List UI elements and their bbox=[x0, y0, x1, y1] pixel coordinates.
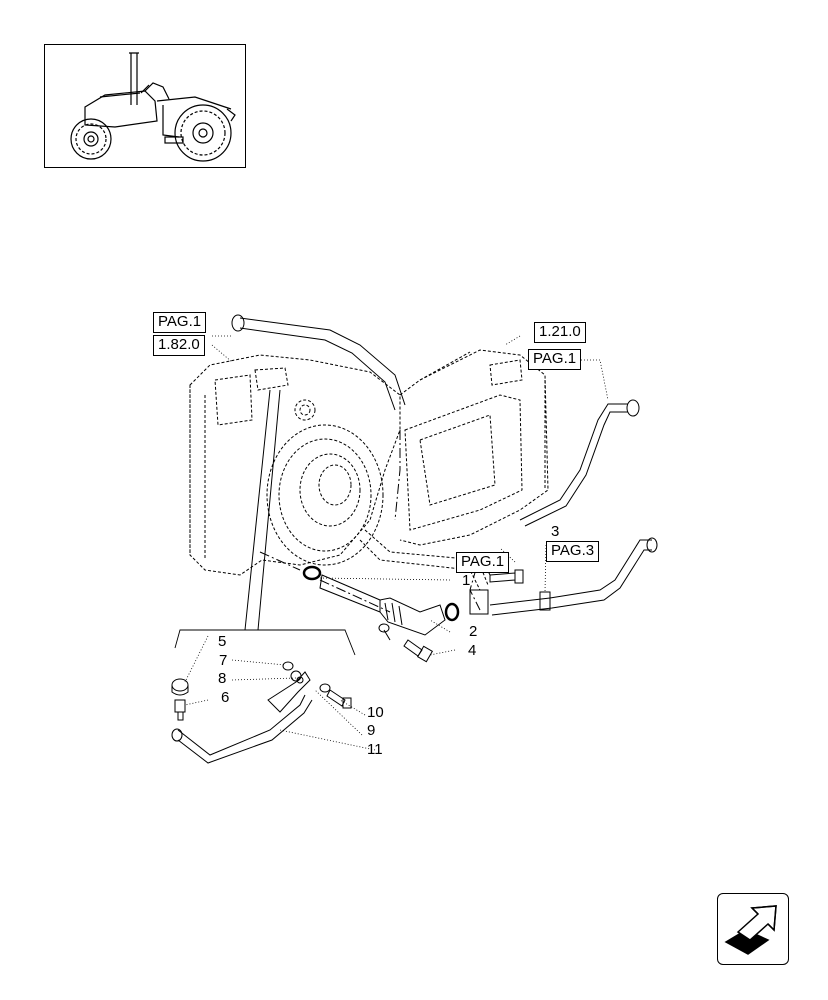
lower-right-pipe bbox=[469, 537, 658, 616]
reference-tag-pag1-top[interactable]: PAG.1 bbox=[153, 312, 207, 333]
reference-tag-pag1-bottom[interactable]: PAG.1 bbox=[456, 552, 510, 573]
top-pipe bbox=[231, 314, 406, 411]
reference-tag-1820[interactable]: 1.82.0 bbox=[153, 335, 205, 356]
callout-10: 10 bbox=[367, 704, 384, 721]
reference-tag-pag1-right[interactable]: PAG.1 bbox=[528, 349, 582, 370]
callout-5: 5 bbox=[218, 633, 227, 650]
callout-3: 3 bbox=[551, 523, 560, 540]
bracket-9 bbox=[267, 671, 311, 713]
tractor-thumbnail[interactable] bbox=[44, 44, 246, 168]
right-pipe bbox=[519, 399, 640, 527]
washer-7 bbox=[282, 661, 294, 671]
bolt-3 bbox=[489, 569, 524, 584]
cap-5 bbox=[171, 678, 189, 696]
bolt-4 bbox=[403, 639, 434, 663]
callout-11: 11 bbox=[367, 741, 383, 758]
callout-4: 4 bbox=[468, 642, 477, 659]
tractor-thumbnail-icon bbox=[70, 52, 236, 162]
callout-6: 6 bbox=[221, 689, 230, 706]
tube-assembly bbox=[302, 565, 460, 641]
next-page-button[interactable] bbox=[717, 893, 789, 965]
pipe-11 bbox=[171, 694, 313, 764]
callout-1: 1 bbox=[462, 572, 471, 589]
reference-tag-pag3[interactable]: PAG.3 bbox=[546, 541, 600, 562]
bolt-10 bbox=[319, 683, 352, 709]
reference-tag-1210[interactable]: 1.21.0 bbox=[534, 322, 586, 343]
callout-7: 7 bbox=[219, 652, 228, 669]
transmission-housing bbox=[189, 349, 549, 576]
callout-9: 9 bbox=[367, 722, 376, 739]
next-page-arrow-icon bbox=[724, 905, 777, 955]
callout-2: 2 bbox=[469, 623, 478, 640]
washer-8 bbox=[290, 670, 302, 682]
fitting-6 bbox=[174, 699, 186, 721]
callout-8: 8 bbox=[218, 670, 227, 687]
